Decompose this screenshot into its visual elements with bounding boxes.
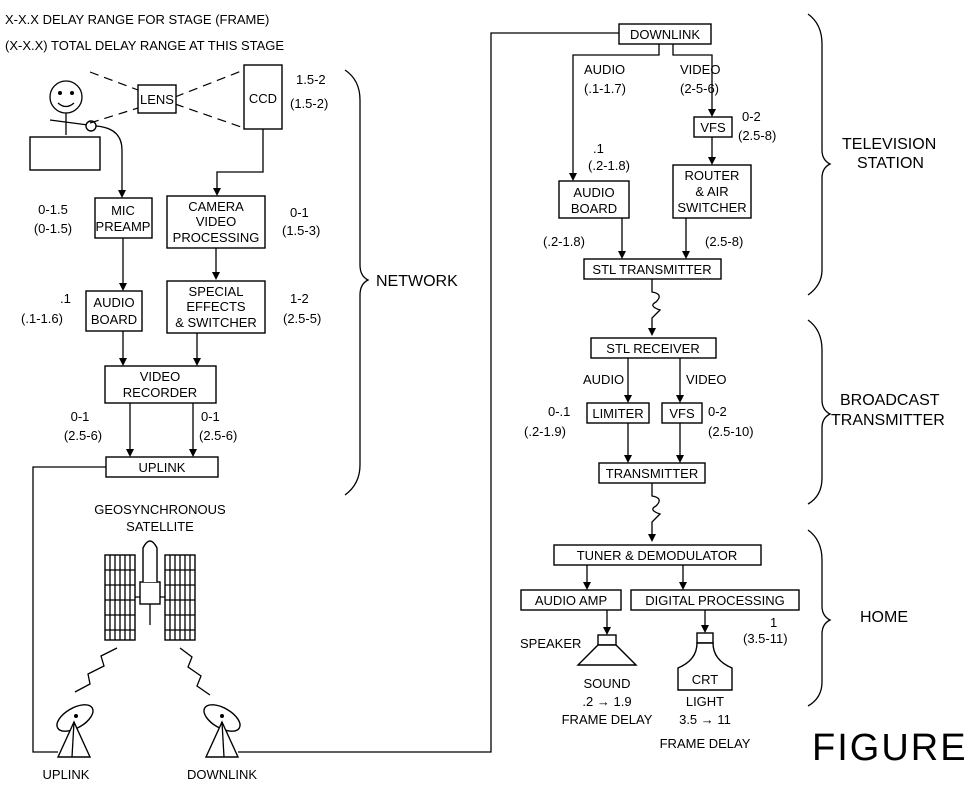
broadcast-label-1: BROADCAST xyxy=(840,392,940,409)
router-label-3: SWITCHER xyxy=(677,200,746,215)
router-label-1: ROUTER xyxy=(685,168,740,183)
camera-stage: 0-1 xyxy=(290,205,309,220)
station-vfs-total: (2.5-8) xyxy=(738,128,776,143)
station-video-range: (2-5-6) xyxy=(680,81,719,96)
stl-receiver-label: STL RECEIVER xyxy=(606,341,699,356)
legend-total-range: (X-X.X) TOTAL DELAY RANGE AT THIS STAGE xyxy=(5,38,284,53)
station-label-2: STATION xyxy=(857,155,924,172)
station-audio-board-label-1: AUDIO xyxy=(573,185,614,200)
station-bracket xyxy=(808,14,830,295)
mic-preamp-label-2: PREAMP xyxy=(96,219,151,234)
camera-label-3: PROCESSING xyxy=(173,230,260,245)
station-board-stage: .1 xyxy=(593,141,604,156)
sfx-label-1: SPECIAL xyxy=(189,284,244,299)
crt-label: CRT xyxy=(692,672,719,687)
network-uplink-label: UPLINK xyxy=(139,460,186,475)
home-bracket xyxy=(808,530,830,706)
stl-right-range: (2.5-8) xyxy=(705,234,743,249)
station-audio-range: (.1-1.7) xyxy=(584,81,626,96)
light-delay: 3.5 → 11 xyxy=(679,712,731,727)
station-board-total: (.2-1.8) xyxy=(588,158,630,173)
vrec-left-total: (2.5-6) xyxy=(64,428,102,443)
legend-stage-range: X-X.X DELAY RANGE FOR STAGE (FRAME) xyxy=(5,12,269,27)
broadcast-vfs-stage: 0-2 xyxy=(708,404,727,419)
vrec-right-total: (2.5-6) xyxy=(199,428,237,443)
tuner-label: TUNER & DEMODULATOR xyxy=(577,548,738,563)
station-audio-label: AUDIO xyxy=(584,62,625,77)
speaker-icon xyxy=(578,635,636,665)
network-label: NETWORK xyxy=(376,273,458,290)
station-downlink-label: DOWNLINK xyxy=(630,27,700,42)
sfx-label-2: EFFECTS xyxy=(186,299,246,314)
vrec-left-stage: 0-1 xyxy=(71,409,90,424)
network-audio-board-stage: .1 xyxy=(60,291,71,306)
video-recorder-label-2: RECORDER xyxy=(123,385,197,400)
broadcast-vfs-label: VFS xyxy=(669,406,695,421)
limiter-stage: 0-.1 xyxy=(548,404,570,419)
lens-label: LENS xyxy=(140,92,174,107)
broadcast-link-icon xyxy=(652,483,660,537)
network-audio-board-total: (.1-1.6) xyxy=(21,311,63,326)
sound-frame-delay: FRAME DELAY xyxy=(562,712,653,727)
stl-left-range: (.2-1.8) xyxy=(543,234,585,249)
video-recorder-label-1: VIDEO xyxy=(140,369,180,384)
station-vfs-stage: 0-2 xyxy=(742,109,761,124)
station-audio-board-label-2: BOARD xyxy=(571,201,617,216)
camera-total: (1.5-3) xyxy=(282,223,320,238)
stl-transmitter-label: STL TRANSMITTER xyxy=(592,262,711,277)
light-label: LIGHT xyxy=(686,694,724,709)
mic-stage: 0-1.5 xyxy=(38,202,68,217)
broadcast-label-2: TRANSMITTER xyxy=(831,412,945,429)
uplink-dish-icon xyxy=(53,699,98,757)
sfx-label-3: & SWITCHER xyxy=(175,315,257,330)
audio-amp-label: AUDIO AMP xyxy=(535,593,607,608)
transmitter-label: TRANSMITTER xyxy=(606,466,698,481)
sfx-stage: 1-2 xyxy=(290,291,309,306)
camera-label-2: VIDEO xyxy=(196,214,236,229)
digital-stage: 1 xyxy=(770,615,777,630)
sound-delay: .2 → 1.9 xyxy=(582,694,631,709)
limiter-total: (.2-1.9) xyxy=(524,424,566,439)
network-bracket xyxy=(345,70,368,495)
mic-preamp-label-1: MIC xyxy=(111,203,135,218)
sound-label: SOUND xyxy=(584,676,631,691)
digital-total: (3.5-11) xyxy=(743,631,788,646)
network-audio-board-label-2: BOARD xyxy=(91,312,137,327)
satellite-title-2: SATELLITE xyxy=(126,519,194,534)
ccd-stage: 1.5-2 xyxy=(296,72,326,87)
stl-link-icon xyxy=(652,279,660,331)
light-frame-delay: FRAME DELAY xyxy=(660,736,751,751)
downlink-beam xyxy=(180,648,210,695)
downlink-dish-icon xyxy=(200,699,245,757)
broadcast-video-label: VIDEO xyxy=(686,372,726,387)
vrec-right-stage: 0-1 xyxy=(201,409,220,424)
home-label: HOME xyxy=(860,609,908,626)
station-video-label: VIDEO xyxy=(680,62,720,77)
downlink-dish-label: DOWNLINK xyxy=(187,767,257,782)
broadcast-vfs-total: (2.5-10) xyxy=(708,424,754,439)
station-label-1: TELEVISION xyxy=(842,136,936,153)
satellite-title-1: GEOSYNCHRONOUS xyxy=(94,502,226,517)
limiter-label: LIMITER xyxy=(592,406,643,421)
satellite-icon xyxy=(105,541,195,640)
speaker-label: SPEAKER xyxy=(520,636,581,651)
ccd-total: (1.5-2) xyxy=(290,96,328,111)
broadcast-bracket xyxy=(808,320,830,504)
mic-total: (0-1.5) xyxy=(34,221,72,236)
sfx-total: (2.5-5) xyxy=(283,311,321,326)
station-vfs-label: VFS xyxy=(700,120,726,135)
digital-processing-label: DIGITAL PROCESSING xyxy=(645,593,784,608)
router-label-2: & AIR xyxy=(695,184,728,199)
network-audio-board-label-1: AUDIO xyxy=(93,295,134,310)
uplink-beam xyxy=(75,648,117,692)
ccd-label: CCD xyxy=(249,91,277,106)
figure-label: FIGURE xyxy=(812,727,968,769)
broadcast-audio-label: AUDIO xyxy=(583,372,624,387)
uplink-dish-label: UPLINK xyxy=(43,767,90,782)
camera-label-1: CAMERA xyxy=(188,199,244,214)
